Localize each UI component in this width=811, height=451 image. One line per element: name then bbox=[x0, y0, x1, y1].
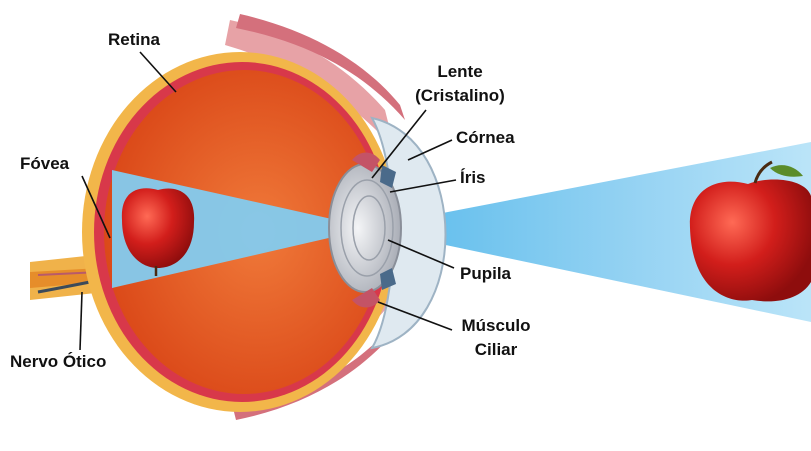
label-pupila: Pupila bbox=[460, 264, 511, 284]
leader-nervo bbox=[80, 292, 82, 350]
label-lente-line2: (Cristalino) bbox=[398, 86, 522, 106]
label-nervo-otico: Nervo Ótico bbox=[10, 352, 106, 372]
label-fovea: Fóvea bbox=[20, 154, 69, 174]
label-musculo-line1: Músculo bbox=[450, 316, 542, 336]
label-lente-line1: Lente bbox=[410, 62, 510, 82]
label-musculo-line2: Ciliar bbox=[450, 340, 542, 360]
label-cornea: Córnea bbox=[456, 128, 515, 148]
label-retina: Retina bbox=[108, 30, 160, 50]
label-iris: Íris bbox=[460, 168, 486, 188]
